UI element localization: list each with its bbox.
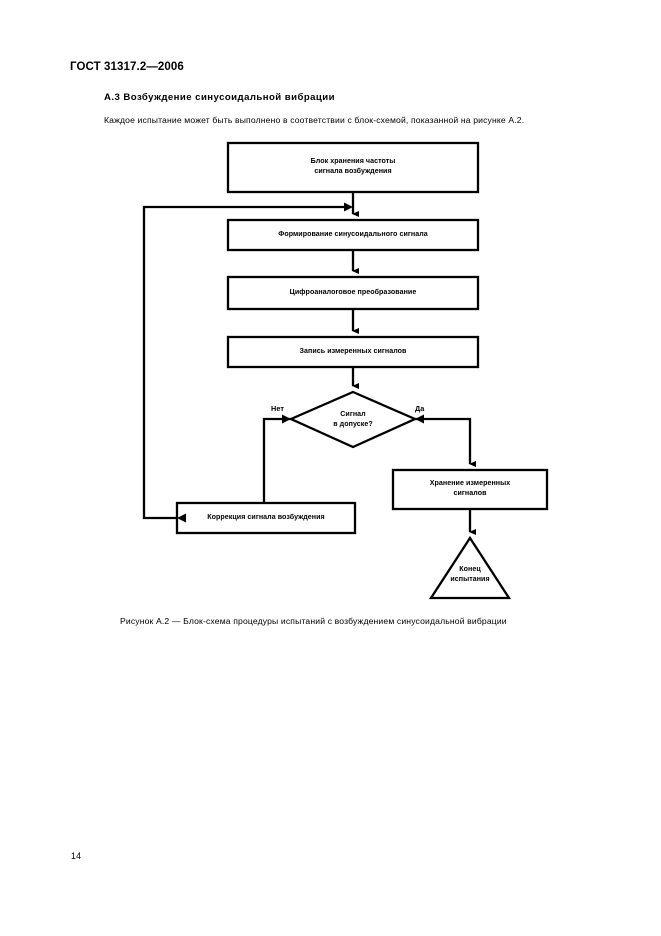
edge-correction-feedback xyxy=(142,205,344,520)
node-label-tolerance-check: Сигнал в допуске? xyxy=(333,410,373,428)
document-header: ГОСТ 31317.2—2006 xyxy=(70,61,184,73)
node-label-end-of-test: Конец испытания xyxy=(450,565,490,583)
branch-label-yes: Да xyxy=(415,404,425,413)
node-label-record-signals: Запись измеренных сигналов xyxy=(299,347,407,355)
figure-caption: Рисунок А.2 — Блок-схема процедуры испыт… xyxy=(120,616,507,626)
edge-no-to-correction xyxy=(262,417,291,503)
branch-label-no: Нет xyxy=(271,404,285,413)
node-label-dac-conversion: Цифроаналоговое преобразование xyxy=(289,288,417,296)
page-number: 14 xyxy=(71,851,82,861)
edge-yes-to-store xyxy=(415,417,476,467)
section-heading: А.3 Возбуждение синусоидальной вибрации xyxy=(104,92,335,103)
node-label-storage-frequency: Блок хранения частоты сигнала возбуждени… xyxy=(310,157,396,175)
section-paragraph: Каждое испытание может быть выполнено в … xyxy=(104,115,525,125)
node-label-store-measured: Хранение измеренных сигналов xyxy=(429,479,511,497)
node-label-generate-sine: Формирование синусоидального сигнала xyxy=(278,230,428,238)
arrowhead-yes-exit xyxy=(415,414,424,424)
arrowhead-no-exit xyxy=(282,414,291,424)
node-label-correct-drive: Коррекция сигнала возбуждения xyxy=(207,513,325,521)
arrowhead-feedback xyxy=(344,202,353,212)
